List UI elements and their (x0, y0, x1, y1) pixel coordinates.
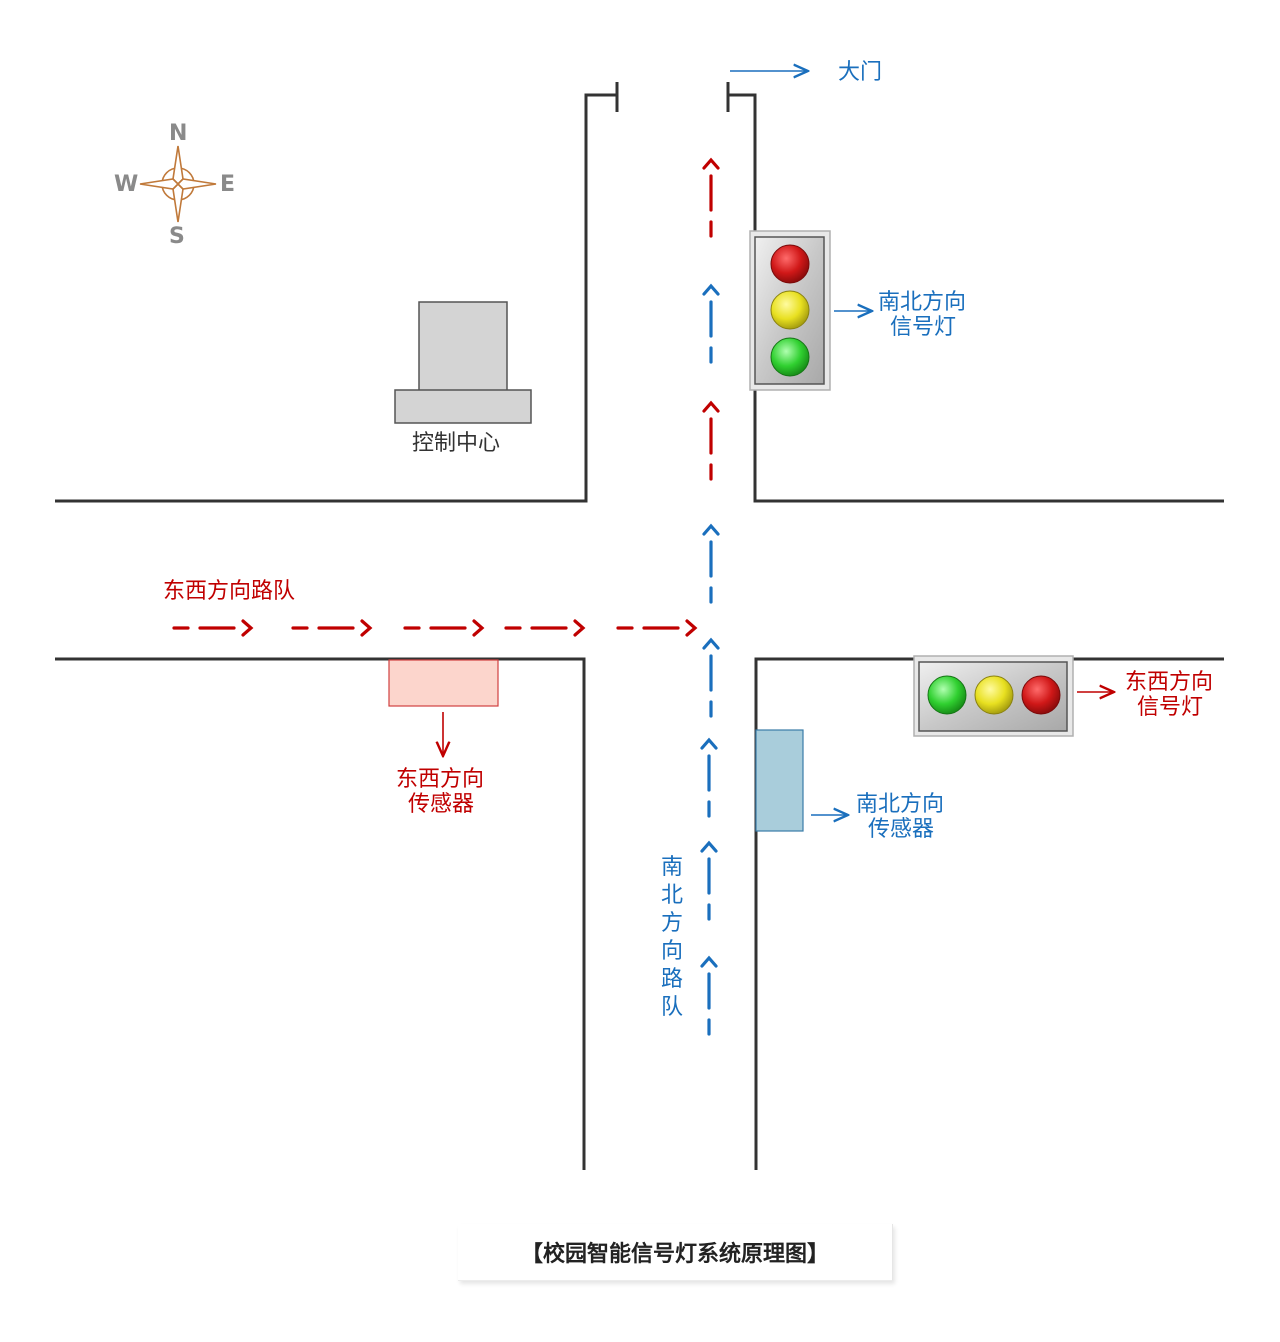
control-center-label: 控制中心 (412, 431, 501, 456)
diagram-caption: 【校园智能信号灯系统原理图】 (520, 1242, 829, 1267)
ew-traffic-light-icon (913, 655, 1074, 737)
ns-sensor-icon (755, 729, 804, 832)
ns-light-label-1: 南北方向 (878, 290, 967, 315)
ew-sensor-label-2: 传感器 (408, 792, 475, 817)
compass-north: N (169, 121, 188, 146)
control-center-icon (394, 301, 532, 424)
ns-traffic-light-icon (749, 230, 831, 391)
red-north-arrows (702, 157, 720, 481)
ew-sensor-label-1: 东西方向 (396, 767, 485, 792)
compass-south: S (169, 224, 185, 249)
ew-light-label-2: 信号灯 (1137, 695, 1204, 720)
ns-sensor-label-1: 南北方向 (856, 792, 945, 817)
ns-queue-arrows (700, 283, 720, 1036)
road-outline (55, 82, 1224, 1170)
compass-west: W (114, 172, 139, 197)
ew-light-label-1: 东西方向 (1125, 670, 1214, 695)
compass-east: E (220, 172, 236, 197)
compass-icon (139, 145, 217, 223)
ns-queue-label: 南北方向路队 (660, 855, 683, 1020)
ew-queue-arrows (172, 619, 698, 637)
ew-sensor-icon (388, 659, 499, 707)
ew-queue-label: 东西方向路队 (163, 579, 296, 604)
caption-box: 【校园智能信号灯系统原理图】 (458, 1224, 893, 1281)
ns-light-label-2: 信号灯 (890, 315, 957, 340)
ns-sensor-label-2: 传感器 (868, 817, 935, 842)
gate-label: 大门 (838, 60, 883, 85)
